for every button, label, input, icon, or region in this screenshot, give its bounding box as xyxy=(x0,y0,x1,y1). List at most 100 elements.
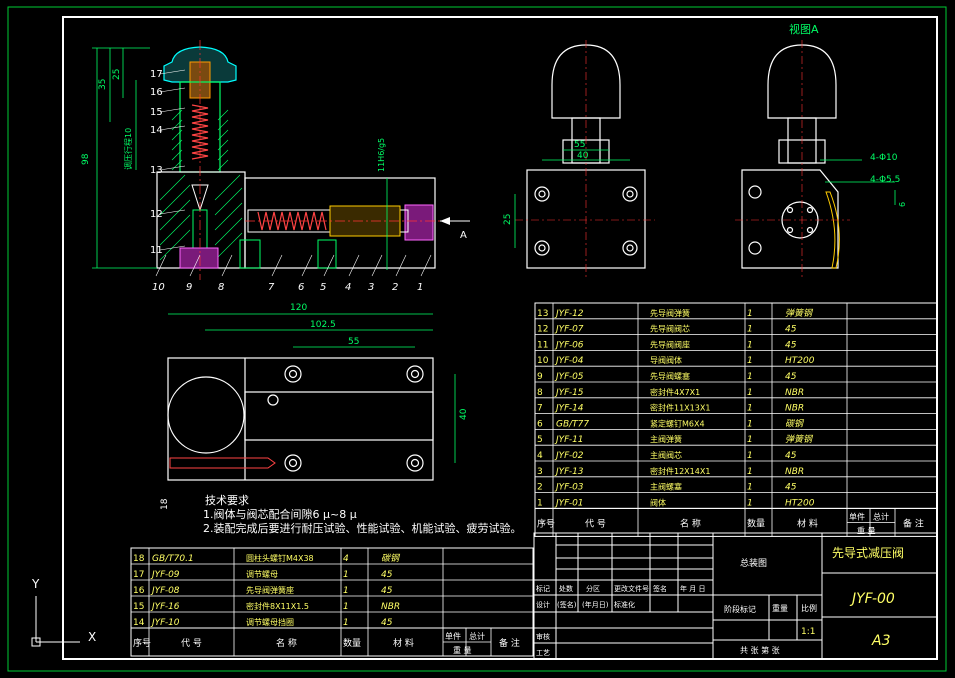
part-no: 14 xyxy=(133,618,145,628)
part-name: 密封件11X13X1 xyxy=(650,403,710,413)
header-name: 名 称 xyxy=(276,637,297,649)
header-qty: 数量 xyxy=(747,517,765,529)
part-code: JYF-04 xyxy=(554,356,584,366)
balloon-bottom: 10 xyxy=(152,282,165,293)
front-dim-40: 40 xyxy=(577,151,589,161)
part-no: 9 xyxy=(537,372,543,382)
tb-scale: 比例 xyxy=(801,603,817,613)
header-mat: 材 料 xyxy=(393,637,414,649)
part-material: NBR xyxy=(785,467,804,477)
part-no: 5 xyxy=(537,435,543,445)
tb-process: 工艺 xyxy=(536,649,550,657)
tb-weight: 重量 xyxy=(772,603,788,613)
header-single: 单件 xyxy=(445,631,461,641)
part-code: JYF-05 xyxy=(554,372,584,382)
header-remark: 备 注 xyxy=(499,637,520,649)
right-view xyxy=(741,44,839,269)
tb-date: 年 月 日 xyxy=(680,584,705,593)
balloon-bottom: 9 xyxy=(186,282,192,293)
part-name: 主阀弹簧 xyxy=(650,434,682,444)
part-no: 10 xyxy=(537,356,549,366)
part-name: 阀体 xyxy=(650,497,666,507)
part-material: HT200 xyxy=(785,498,815,508)
part-material: HT200 xyxy=(785,356,815,366)
plan-dim-120: 120 xyxy=(290,303,307,313)
part-no: 3 xyxy=(537,467,543,477)
part-material: NBR xyxy=(785,388,804,398)
part-name: 密封件12X14X1 xyxy=(650,466,710,476)
title-block xyxy=(533,532,938,660)
part-qty: 1 xyxy=(343,586,349,596)
tech-title: 技术要求 xyxy=(205,494,249,507)
balloon-bottom: 5 xyxy=(320,282,326,293)
balloon-left: 14 xyxy=(150,125,163,136)
part-name: 调节螺母挡圈 xyxy=(246,617,294,627)
right-dim-hole1: 4-Φ10 xyxy=(870,153,898,163)
part-no: 13 xyxy=(537,309,548,319)
part-qty: 1 xyxy=(343,618,349,628)
part-material: 45 xyxy=(381,618,393,628)
part-material: 碳钢 xyxy=(785,418,805,429)
part-name: 密封件4X7X1 xyxy=(650,387,700,397)
part-name: 调节螺母 xyxy=(246,569,278,579)
tb-zone: 分区 xyxy=(586,584,600,593)
inner-border xyxy=(62,16,938,660)
part-code: JYF-09 xyxy=(150,570,180,580)
tb-sign: 签名 xyxy=(653,584,667,593)
ucs-y: Y xyxy=(31,577,40,591)
part-qty: 1 xyxy=(747,388,753,398)
part-qty: 1 xyxy=(747,467,753,477)
part-no: 18 xyxy=(133,554,145,564)
part-qty: 1 xyxy=(747,419,753,429)
part-code: JYF-13 xyxy=(554,467,584,477)
plan-balloon-18: 18 xyxy=(160,498,170,510)
part-code: GB/T70.1 xyxy=(152,554,194,564)
part-material: NBR xyxy=(381,602,400,612)
plan-dim-40: 40 xyxy=(459,408,469,420)
dim-25: 25 xyxy=(112,69,122,80)
tb-scale-value: 1:1 xyxy=(801,627,815,637)
part-name: 先导阀弹簧 xyxy=(650,308,690,318)
balloon-left: 11 xyxy=(150,245,163,256)
dim-fit: 11H6/g5 xyxy=(377,138,386,172)
tech-line-1: 1.阀体与阀芯配合间隙6 μ~8 μ xyxy=(203,507,357,521)
part-name: 先导阀阀芯 xyxy=(650,324,690,334)
part-name: 圆柱头螺钉M4X38 xyxy=(246,553,314,563)
part-code: JYF-12 xyxy=(554,309,584,319)
balloon-left: 13 xyxy=(150,165,163,176)
ucs-icon xyxy=(31,596,80,647)
note-stroke: 调压行程10 xyxy=(123,128,133,170)
part-qty: 1 xyxy=(747,404,753,414)
part-qty: 1 xyxy=(747,451,753,461)
dim-35: 35 xyxy=(98,79,108,90)
part-qty: 1 xyxy=(747,483,753,493)
tb-sign-paren: (签名) xyxy=(557,600,577,609)
front-dim-25: 25 xyxy=(503,214,513,225)
part-material: 45 xyxy=(785,372,797,382)
part-no: 12 xyxy=(537,325,548,335)
part-qty: 1 xyxy=(343,602,349,612)
part-material: 弹簧钢 xyxy=(785,434,814,445)
part-qty: 1 xyxy=(747,356,753,366)
part-name: 先导阀弹簧座 xyxy=(246,585,294,595)
part-qty: 4 xyxy=(343,554,349,564)
section-view xyxy=(156,40,470,280)
tech-line-2: 2.装配完成后要进行耐压试验、性能试验、机能试验、疲劳试验。 xyxy=(203,521,522,535)
part-no: 4 xyxy=(537,451,543,461)
part-code: JYF-07 xyxy=(554,325,584,335)
tb-count: 处数 xyxy=(559,584,573,593)
part-code: JYF-10 xyxy=(150,618,180,628)
part-qty: 1 xyxy=(747,340,753,350)
balloon-bottom: 3 xyxy=(368,282,374,293)
ucs-x: X xyxy=(88,630,96,644)
header-remark: 备 注 xyxy=(903,517,924,529)
part-qty: 1 xyxy=(343,570,349,580)
header-no: 序号 xyxy=(133,637,151,649)
plan-dim-55: 55 xyxy=(348,337,359,347)
part-name: 先导阀阀座 xyxy=(650,339,690,349)
plan-dim-102: 102.5 xyxy=(310,320,336,330)
tb-drawing-no: JYF-00 xyxy=(849,591,895,607)
part-name: 导阀阀体 xyxy=(650,355,682,365)
